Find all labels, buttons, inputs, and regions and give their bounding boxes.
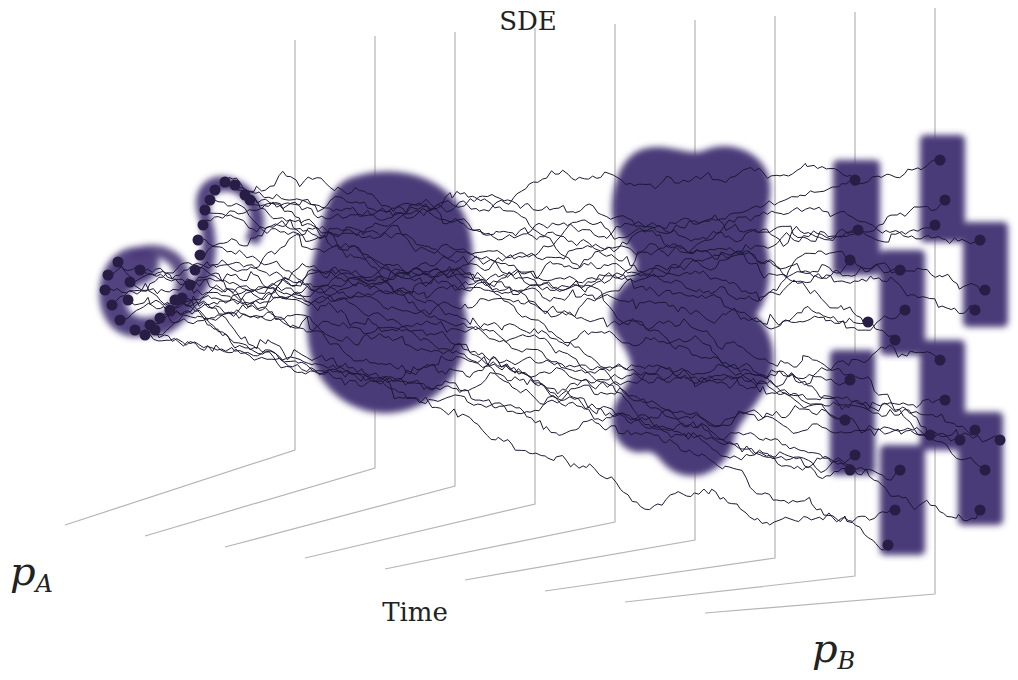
sample-dot: [165, 305, 176, 316]
sample-dot: [900, 305, 911, 316]
sample-dot: [863, 317, 874, 328]
sample-dot: [115, 315, 126, 326]
distribution-subscript: A: [36, 570, 53, 598]
sample-dot: [980, 465, 991, 476]
distribution-symbol: p: [10, 548, 36, 594]
sample-dot: [193, 235, 204, 246]
sample-dot: [850, 175, 861, 186]
sample-dot: [970, 425, 981, 436]
sample-dot: [925, 430, 936, 441]
trajectory: [108, 267, 900, 481]
sample-dot: [190, 265, 201, 276]
sample-dot: [230, 180, 241, 191]
sample-dot: [995, 435, 1006, 446]
time-planes: [65, 8, 935, 613]
sample-dot: [840, 415, 851, 426]
sample-dot: [955, 435, 966, 446]
trajectory: [146, 334, 894, 525]
sample-dot: [185, 280, 196, 291]
sample-dot: [883, 540, 894, 551]
sample-dot: [125, 277, 136, 288]
sample-dot: [107, 300, 118, 311]
trajectory: [117, 262, 987, 470]
sde-trajectories: [106, 159, 1000, 550]
sample-dots: [100, 155, 1006, 551]
sample-dot: [170, 295, 181, 306]
sample-dot: [103, 270, 114, 281]
trajectory: [156, 330, 962, 441]
trajectory: [246, 195, 980, 521]
target-density: [880, 250, 925, 355]
trajectory: [205, 210, 975, 435]
trajectory: [160, 314, 855, 464]
sample-dot: [135, 265, 146, 276]
target-density: [880, 445, 925, 555]
sample-dot: [940, 195, 951, 206]
distribution-symbol: p: [812, 625, 838, 671]
trajectory: [170, 215, 935, 310]
sample-dot: [895, 465, 906, 476]
diagram-title: SDE: [499, 6, 557, 36]
trajectory: [250, 198, 975, 313]
trajectory: [235, 185, 985, 292]
trajectory: [199, 219, 906, 330]
sample-dot: [240, 190, 251, 201]
sample-dot: [100, 285, 111, 296]
time-plane: [65, 40, 295, 525]
trajectory: [128, 297, 844, 420]
density-blobs: [99, 135, 1008, 555]
sample-dot: [205, 195, 216, 206]
sample-dot: [140, 330, 151, 341]
target-density: [920, 135, 965, 242]
trajectory: [209, 200, 999, 442]
sample-dot: [200, 205, 211, 216]
sample-dot: [155, 313, 166, 324]
trajectory: [190, 251, 900, 310]
sample-dot: [890, 335, 901, 346]
sample-dot: [975, 505, 986, 516]
trajectory: [199, 239, 945, 411]
sample-dot: [895, 265, 906, 276]
sample-dot: [130, 325, 141, 336]
sample-dot: [940, 395, 951, 406]
sample-dot: [970, 305, 981, 316]
sample-dot: [210, 185, 221, 196]
trajectory: [195, 262, 867, 325]
trajectory: [131, 272, 850, 479]
trajectory: [150, 200, 945, 325]
sample-dot: [980, 285, 991, 296]
sample-dot: [935, 155, 946, 166]
sample-dot: [845, 375, 856, 386]
sample-dot: [853, 225, 864, 236]
sample-dot: [890, 505, 901, 516]
sample-dot: [845, 255, 856, 266]
distribution-subscript: B: [838, 647, 856, 675]
trajectory: [112, 226, 859, 305]
sample-dot: [930, 220, 941, 231]
sample-dot: [123, 295, 134, 306]
sample-dot: [975, 235, 986, 246]
sample-dot: [198, 220, 209, 231]
sample-dot: [935, 355, 946, 366]
sample-dot: [150, 325, 161, 336]
sample-dot: [850, 450, 861, 461]
trajectory: [225, 178, 930, 436]
sample-dot: [195, 250, 206, 261]
sample-dot: [113, 257, 124, 268]
sample-dot: [845, 465, 856, 476]
trajectory: [135, 159, 940, 335]
sample-dot: [220, 177, 231, 188]
axis-label: Time: [382, 597, 448, 627]
target-density: [963, 222, 1008, 327]
